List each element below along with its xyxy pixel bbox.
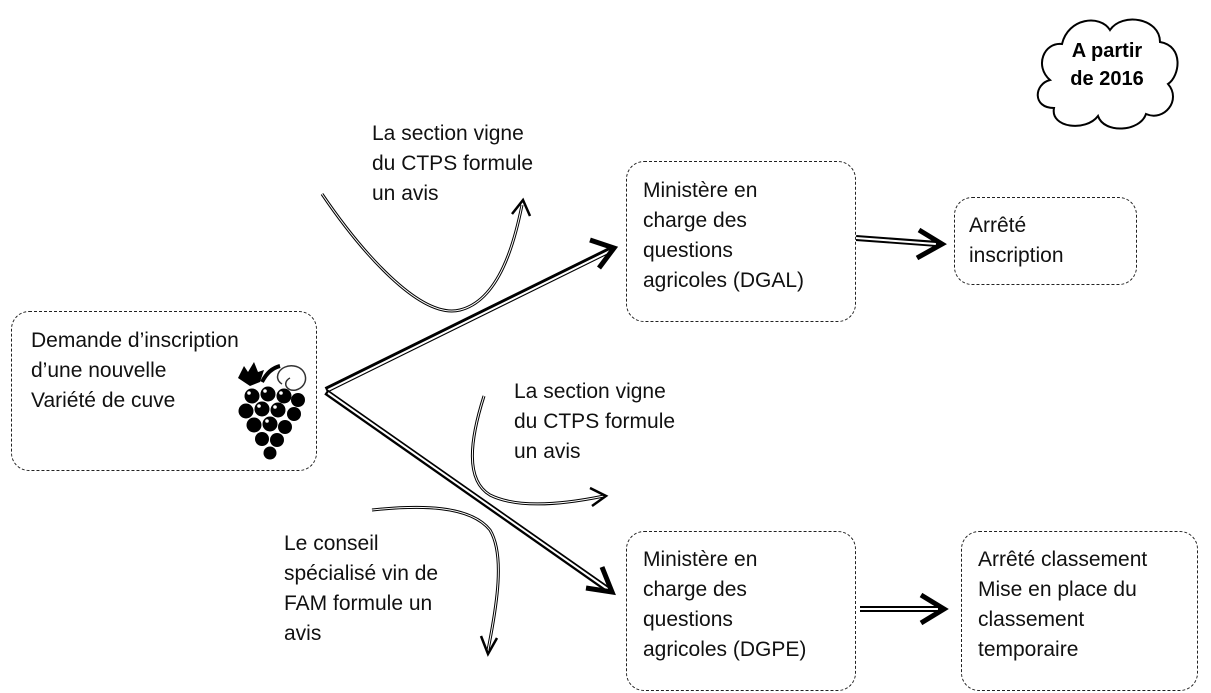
ctps-opinion-bottom: La section vigne du CTPS formule un avis bbox=[514, 377, 675, 467]
classement-line-2: Mise en place du bbox=[978, 578, 1137, 601]
curved-arrow-ctps-top bbox=[320, 193, 532, 313]
dgal-line-4: agricoles (DGAL) bbox=[643, 269, 805, 292]
arrete-inscription-box bbox=[954, 197, 1137, 285]
arrete-classement-text: Arrêté classement Mise en place du class… bbox=[978, 545, 1147, 665]
dgal-line-3: questions bbox=[643, 239, 733, 262]
ctps-bottom-line-2: du CTPS formule bbox=[514, 410, 676, 433]
cloud-badge-shape bbox=[1036, 18, 1179, 130]
ministry-dgpe-text: Ministère en charge des questions agrico… bbox=[643, 545, 806, 665]
ctps-top-line-2: du CTPS formule bbox=[372, 152, 534, 175]
fam-opinion: Le conseil spécialisé vin de FAM formule… bbox=[284, 529, 438, 649]
classement-line-3: classement bbox=[978, 608, 1085, 631]
request-line-1: Demande d’inscription bbox=[31, 329, 239, 352]
arrow-dgpe-to-classement bbox=[860, 592, 949, 626]
inscription-line-2: inscription bbox=[969, 244, 1064, 267]
cloud-line-1: A partir bbox=[1071, 40, 1143, 62]
dgal-line-1: Ministère en bbox=[643, 179, 758, 202]
ministry-dgal-box bbox=[626, 161, 856, 322]
arrete-inscription-text: Arrêté inscription bbox=[969, 211, 1064, 271]
arrow-dgal-to-inscription bbox=[855, 227, 947, 261]
ministry-dgal-text: Ministère en charge des questions agrico… bbox=[643, 176, 804, 296]
fam-line-3: FAM formule un bbox=[284, 592, 433, 615]
ctps-top-line-1: La section vigne bbox=[372, 122, 524, 145]
curved-arrow-ctps-bottom bbox=[470, 395, 609, 508]
classement-line-1: Arrêté classement bbox=[978, 548, 1148, 571]
arrow-request-to-dgpe bbox=[324, 389, 616, 596]
fam-line-2: spécialisé vin de bbox=[284, 562, 439, 585]
fam-line-1: Le conseil bbox=[284, 532, 379, 555]
dgpe-line-3: questions bbox=[643, 608, 733, 631]
request-line-2: d’une nouvelle bbox=[31, 359, 167, 382]
ctps-opinion-top: La section vigne du CTPS formule un avis bbox=[372, 119, 533, 209]
curved-arrow-fam bbox=[371, 505, 500, 657]
cloud-badge-text: A partir de 2016 bbox=[1058, 37, 1156, 93]
ctps-bottom-line-1: La section vigne bbox=[514, 380, 666, 403]
request-text: Demande d’inscription d’une nouvelle Var… bbox=[31, 326, 239, 416]
inscription-line-1: Arrêté bbox=[969, 214, 1027, 237]
dgpe-line-2: charge des bbox=[643, 578, 747, 601]
grape-icon bbox=[238, 362, 307, 460]
dgal-line-2: charge des bbox=[643, 209, 747, 232]
ctps-bottom-line-3: un avis bbox=[514, 440, 581, 463]
dgpe-line-4: agricoles (DGPE) bbox=[643, 638, 807, 661]
classement-line-4: temporaire bbox=[978, 638, 1079, 661]
fam-line-4: avis bbox=[284, 622, 322, 645]
request-line-3: Variété de cuve bbox=[31, 389, 176, 412]
arrete-classement-box bbox=[961, 531, 1198, 691]
ctps-top-line-3: un avis bbox=[372, 182, 439, 205]
cloud-line-2: de 2016 bbox=[1070, 68, 1144, 90]
arrow-request-to-dgal bbox=[324, 237, 619, 393]
ministry-dgpe-box bbox=[626, 531, 856, 691]
dgpe-line-1: Ministère en bbox=[643, 548, 758, 571]
